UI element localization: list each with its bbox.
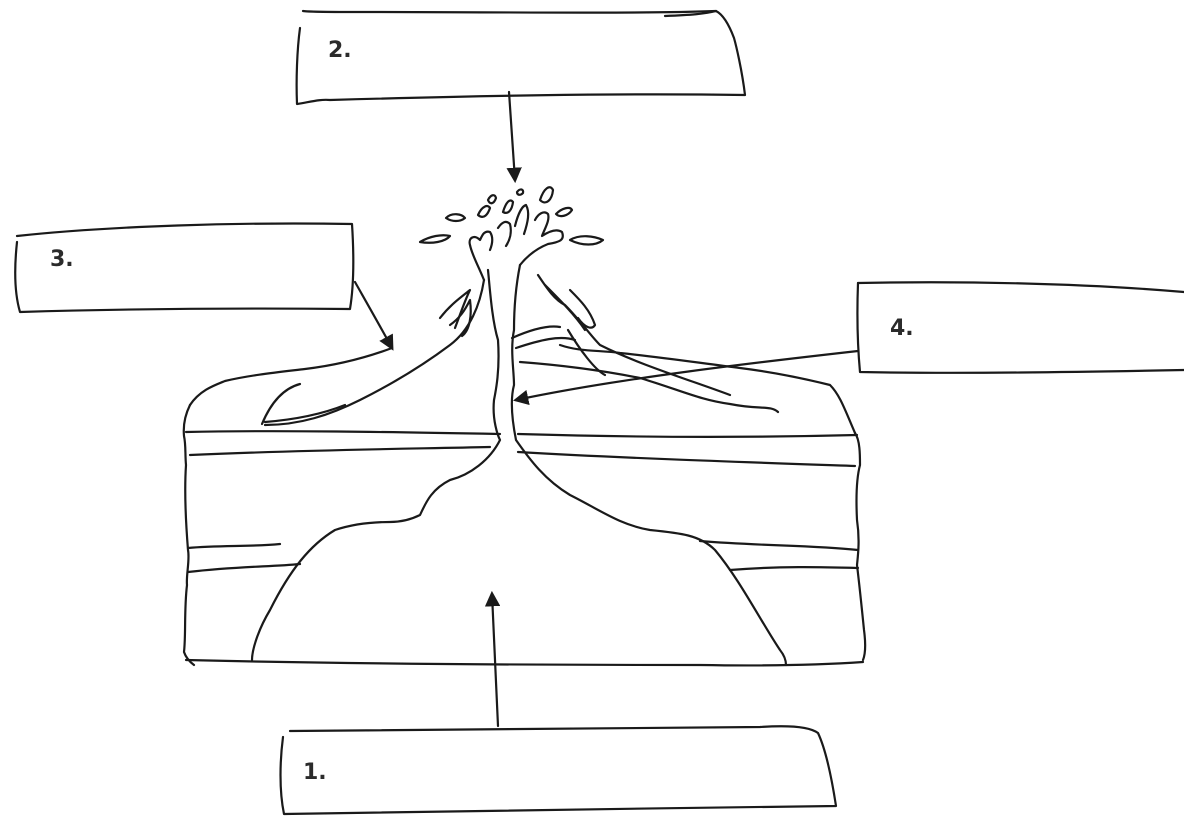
arrow-2 xyxy=(506,92,522,184)
label-1-text: 1. xyxy=(303,760,327,785)
label-box-3[interactable] xyxy=(15,224,353,313)
label-3-text: 3. xyxy=(50,247,74,272)
arrow-1 xyxy=(484,590,501,726)
label-4-text: 4. xyxy=(890,316,914,341)
eruption-plume xyxy=(420,187,603,280)
magma-conduit xyxy=(252,265,786,665)
label-box-4[interactable] xyxy=(857,282,1184,373)
label-2-text: 2. xyxy=(328,38,352,63)
label-box-1[interactable] xyxy=(281,726,837,814)
label-box-2[interactable] xyxy=(297,11,745,104)
ground-layers xyxy=(184,405,865,665)
volcano-surface xyxy=(190,345,855,433)
arrow-3 xyxy=(355,282,394,351)
arrow-4 xyxy=(512,351,858,405)
volcano-cone xyxy=(265,275,730,425)
